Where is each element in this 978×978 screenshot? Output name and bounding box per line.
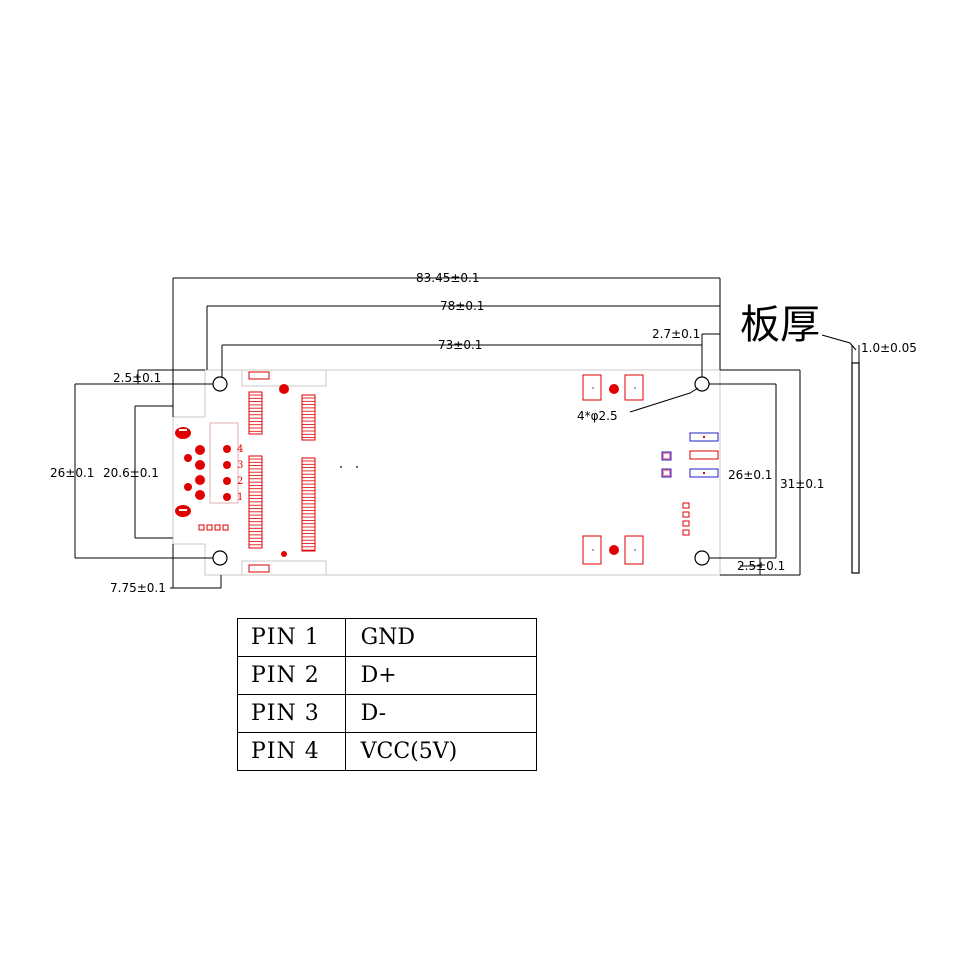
signal-cell: D- bbox=[344, 694, 538, 733]
dim-hole-offset-top: 2.5±0.1 bbox=[113, 371, 161, 385]
dim-hole-offset-bottom: 2.5±0.1 bbox=[737, 559, 785, 573]
pad-column bbox=[248, 391, 263, 435]
pad-column bbox=[301, 457, 316, 552]
dim-width-inner-left: 20.6±0.1 bbox=[103, 466, 159, 480]
pin-number: 1 bbox=[237, 492, 243, 503]
dim-overall-length: 83.45±0.1 bbox=[416, 271, 480, 285]
pin-cell: PIN 3 bbox=[237, 694, 346, 733]
table-row: PIN 2 D+ bbox=[237, 656, 538, 695]
dimension-labels: 83.45±0.1 78±0.1 73±0.1 2.7±0.1 2.5±0.1 … bbox=[50, 271, 824, 595]
table-row: PIN 4 VCC(5V) bbox=[237, 732, 538, 771]
dim-hole-spacing: 73±0.1 bbox=[438, 338, 482, 352]
pin-cell: PIN 1 bbox=[237, 618, 346, 657]
table-row: PIN 3 D- bbox=[237, 694, 538, 733]
dim-end-offset: 2.7±0.1 bbox=[652, 327, 700, 341]
mounting-holes bbox=[212, 376, 710, 566]
table-row: PIN 1 GND bbox=[237, 618, 538, 657]
pin-cell: PIN 2 bbox=[237, 656, 346, 695]
dim-step-width: 7.75±0.1 bbox=[110, 581, 166, 595]
dim-hole-spec: 4*φ2.5 bbox=[577, 409, 618, 423]
dim-width-outer-right: 31±0.1 bbox=[780, 477, 824, 491]
pin-number: 3 bbox=[237, 460, 243, 471]
thickness-view: 板厚 1.0±0.05 bbox=[740, 302, 917, 574]
thickness-label: 板厚 bbox=[740, 302, 820, 348]
mounting-hole bbox=[212, 550, 228, 566]
dimension-lines bbox=[74, 277, 857, 589]
right-side-components bbox=[582, 374, 719, 565]
usb-connector-footprint bbox=[175, 422, 239, 531]
edge-connector-pads bbox=[248, 391, 316, 552]
mounting-hole bbox=[694, 550, 710, 566]
pin-number: 2 bbox=[237, 476, 243, 487]
board-side-profile bbox=[851, 362, 860, 574]
signal-cell: VCC(5V) bbox=[344, 732, 538, 771]
connector-pin-numbers: 4 3 2 1 bbox=[237, 444, 243, 503]
edge-connector-extras bbox=[248, 371, 358, 573]
shield-pad bbox=[175, 427, 191, 439]
blue-marker bbox=[689, 468, 719, 478]
signal-cell: D+ bbox=[344, 656, 538, 695]
mounting-hole bbox=[212, 376, 228, 392]
signal-cell: GND bbox=[344, 618, 538, 657]
pin-definition-table: PIN 1 GND PIN 2 D+ PIN 3 D- PIN 4 VCC(5V… bbox=[237, 618, 538, 771]
pin-cell: PIN 4 bbox=[237, 732, 346, 771]
blue-marker bbox=[689, 432, 719, 442]
dim-width-hole-right: 26±0.1 bbox=[728, 468, 772, 482]
thickness-value: 1.0±0.05 bbox=[861, 341, 917, 355]
dim-length-78: 78±0.1 bbox=[440, 299, 484, 313]
pin-number: 4 bbox=[237, 444, 243, 455]
dim-width-outer-left: 26±0.1 bbox=[50, 466, 94, 480]
